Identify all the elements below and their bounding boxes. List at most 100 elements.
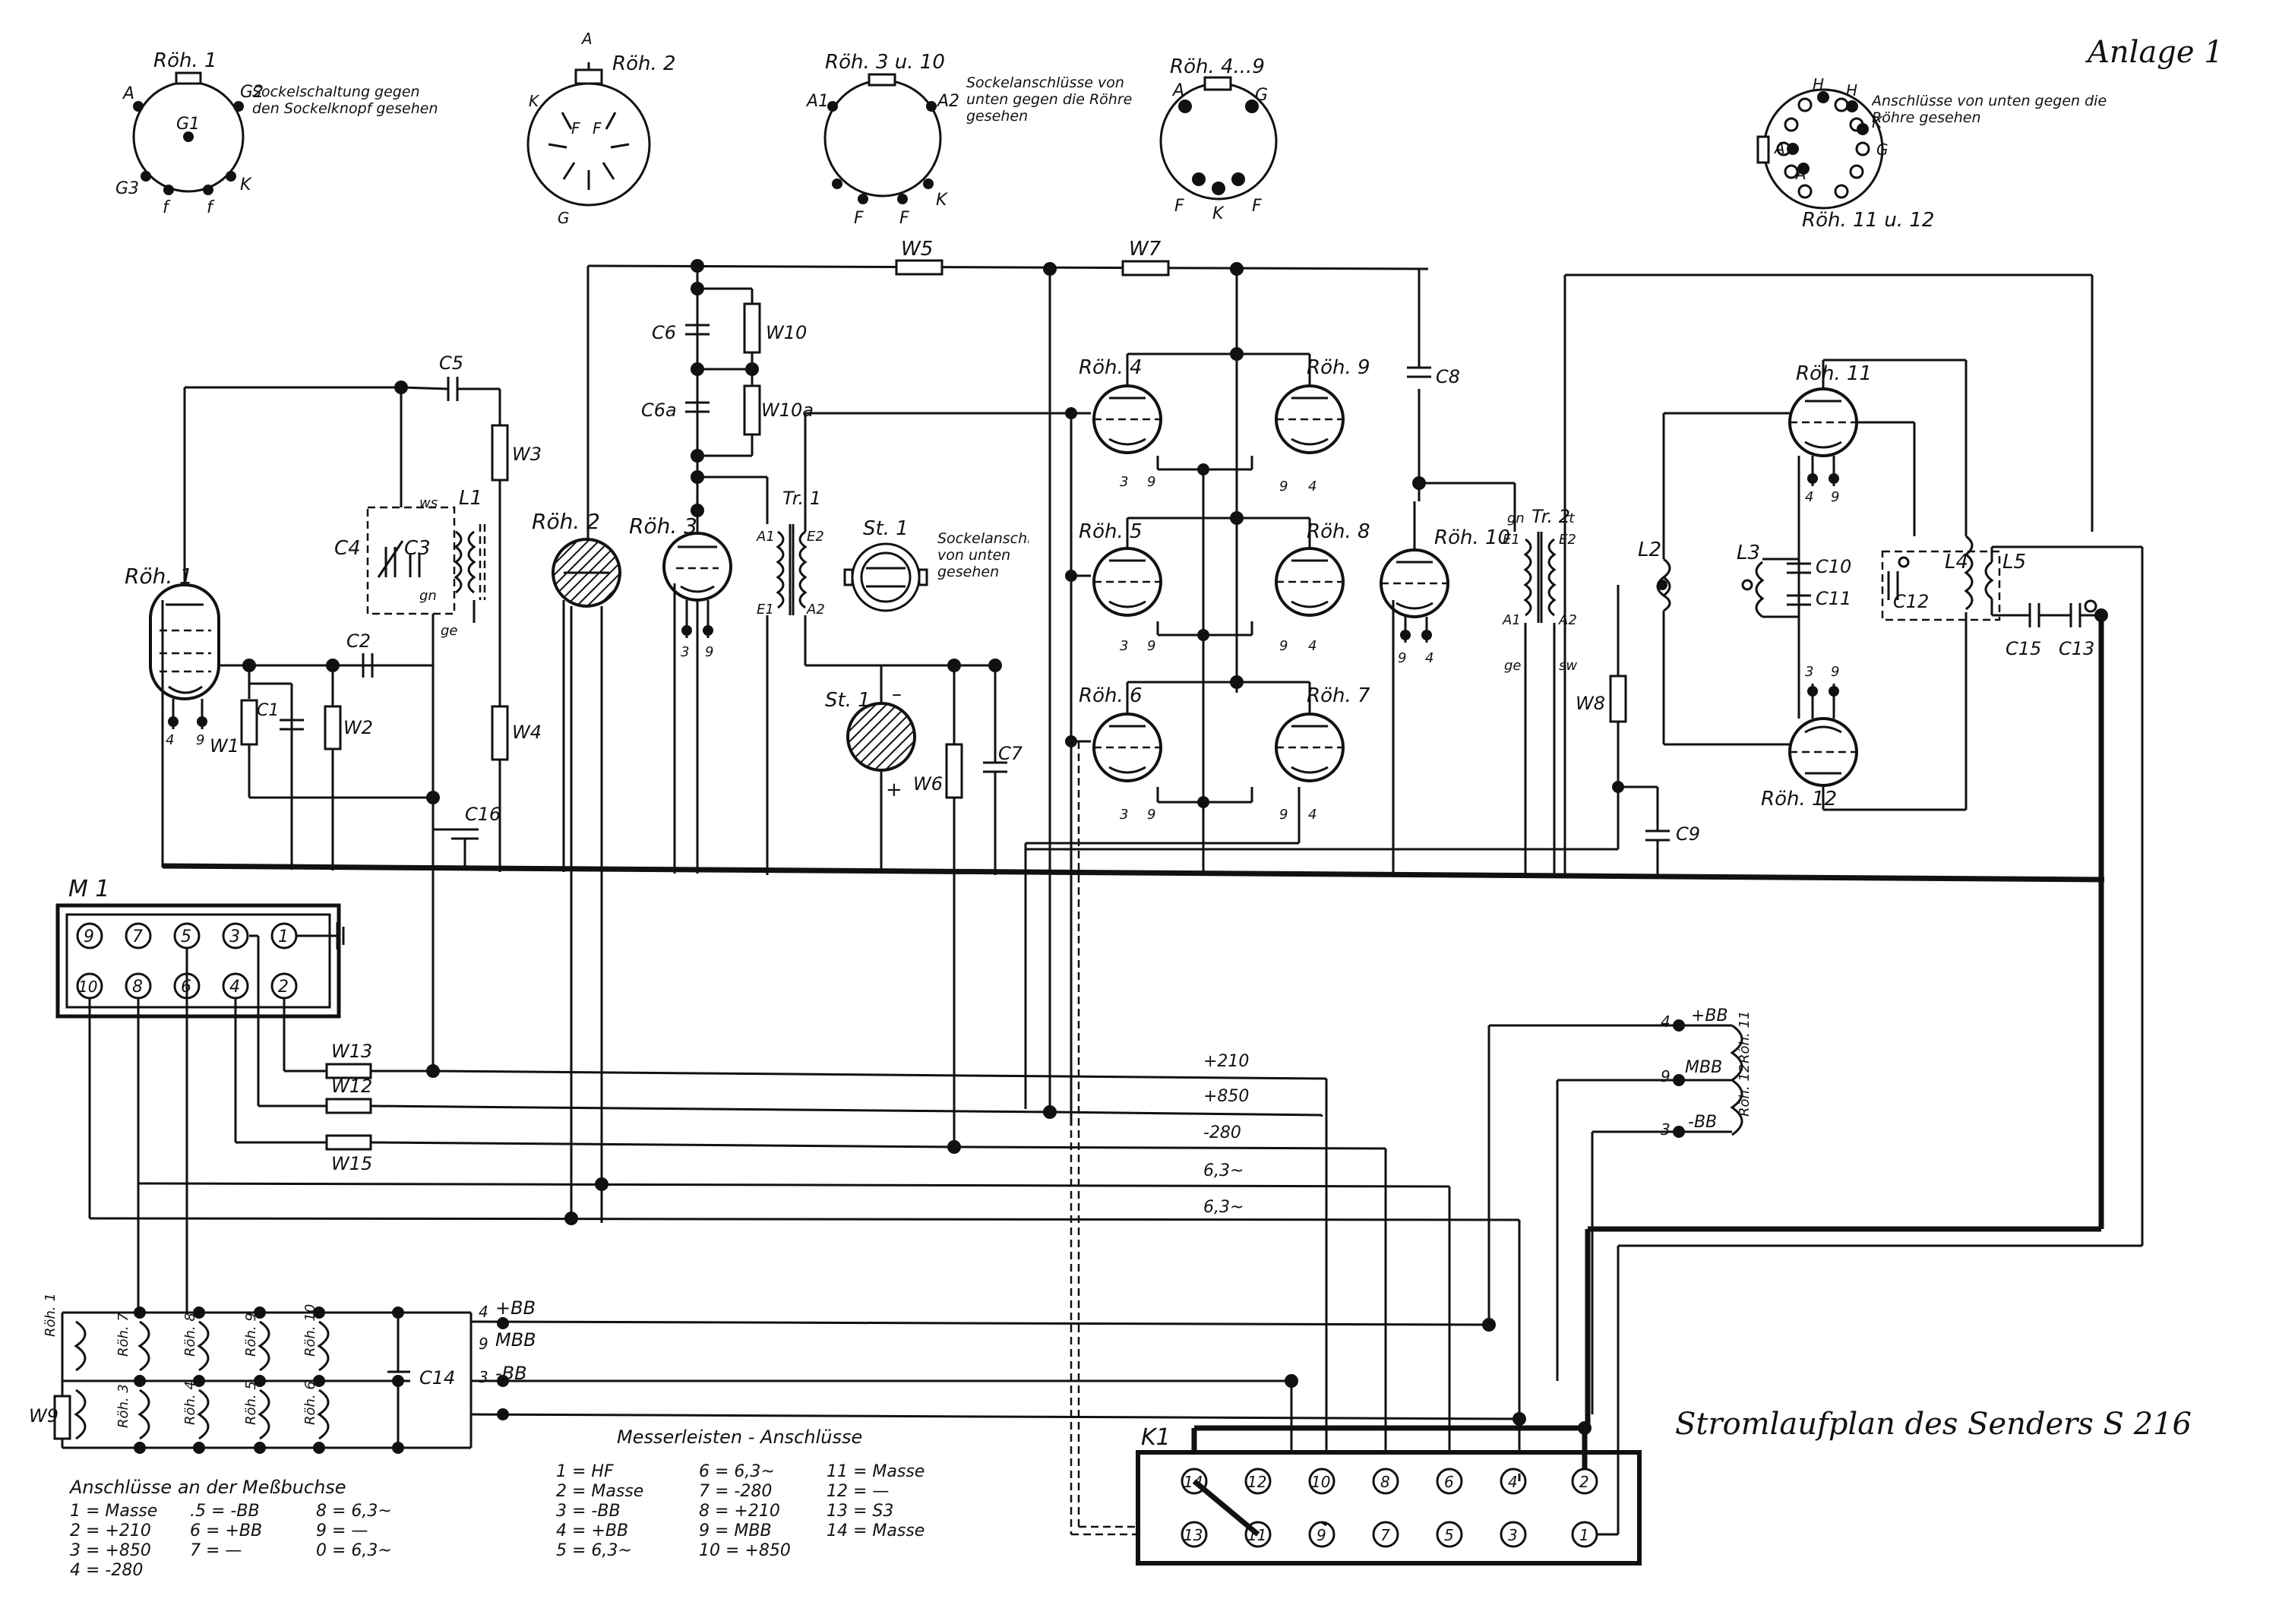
svg-text:3: 3 [681,644,689,660]
svg-text:A1: A1 [1502,612,1521,628]
svg-text:12 = —: 12 = — [827,1482,889,1501]
socket-roeh1-label: Röh. 1 [153,49,217,72]
k1-pins: 14 12 10 8 6 4 2 13 11 9 7 5 3 1 [1181,1468,1598,1548]
svg-text:L5: L5 [2002,551,2026,573]
cap-c12: C12 [1881,550,2001,621]
svg-text:Röh. 4: Röh. 4 [1079,356,1143,379]
svg-text:C14: C14 [419,1367,455,1389]
svg-text:9: 9 [1147,807,1155,823]
svg-text:3: 3 [479,1368,488,1386]
svg-text:L4: L4 [1945,551,1968,573]
svg-text:8: 8 [132,978,143,997]
svg-text:2 = Masse: 2 = Masse [556,1482,643,1501]
resistor-w10: W10 [743,302,807,354]
resistor-w10a: W10a [743,384,814,436]
svg-text:4 = -280: 4 = -280 [70,1561,143,1580]
socket-view-roeh11-12: Röh. 11 u. 12 H H K A A G Anschlüsse von… [1756,75,2107,232]
svg-text:2 = +210: 2 = +210 [70,1521,151,1540]
svg-text:Röh. 10: Röh. 10 [1434,526,1510,549]
tank-l1: L1 C4 C3 ws gn ge [334,487,486,639]
svg-text:9: 9 [1661,1067,1671,1085]
svg-text:C10: C10 [1816,556,1851,577]
svg-text:4: 4 [166,732,174,748]
svg-text:4: 4 [1425,650,1433,666]
svg-text:K: K [240,175,252,194]
drawing-title: Stromlaufplan des Senders S 216 [1675,1407,2192,1442]
svg-text:C8: C8 [1436,366,1460,387]
coil-l4: L4 [1945,535,1974,611]
resistor-w13: W13 [325,1041,372,1079]
svg-text:13: 13 [1184,1526,1203,1544]
resistor-w15: W15 [325,1134,372,1174]
stabilizer-st1: St. 1 – + [825,665,916,874]
svg-text:A2: A2 [1558,612,1577,628]
svg-text:9: 9 [705,644,713,660]
svg-text:K: K [936,191,948,210]
measurement-socket-m1: M 1 [55,876,341,1019]
svg-text:+BB: +BB [1691,1006,1728,1025]
svg-text:C11: C11 [1816,588,1851,609]
supply-label-63a: 6,3~ [1203,1161,1244,1180]
svg-text:A2: A2 [936,92,959,111]
stabilizer-st1-socket: St. 1 Sockelanschluß von unten gesehen [843,517,1029,612]
svg-text:ge: ge [1504,658,1522,674]
svg-text:W7: W7 [1129,238,1162,261]
svg-text:4: 4 [1661,1013,1671,1031]
svg-text:1: 1 [1579,1526,1589,1544]
svg-text:A2: A2 [806,602,825,618]
socket-roeh3-note: Sockelanschlüsse von unten gegen die Röh… [966,74,1133,125]
svg-text:5: 5 [181,927,191,946]
svg-text:Röh. 10: Röh. 10 [302,1304,318,1357]
svg-text:W9: W9 [29,1405,58,1427]
svg-text:C6: C6 [652,322,676,343]
svg-text:Röh. 1: Röh. 1 [43,1293,58,1337]
resistor-w3: W3 [491,424,542,482]
tube-roeh2: Röh. 2 [532,509,621,608]
svg-text:13 = S3: 13 = S3 [827,1502,893,1521]
svg-text:A: A [580,30,593,48]
svg-text:-BB: -BB [1688,1113,1717,1132]
transformer-tr2: Tr. 2 E1 E2 A1 A2 gn rt ge sw [1502,506,1577,674]
svg-text:Röh. 8: Röh. 8 [182,1313,198,1357]
svg-text:14 = Masse: 14 = Masse [827,1521,925,1540]
svg-text:1 = Masse: 1 = Masse [70,1502,157,1521]
svg-text:F: F [1252,197,1262,216]
coil-l3: L3 [1737,542,1799,618]
svg-text:11 = Masse: 11 = Masse [827,1462,925,1481]
svg-text:4: 4 [1805,489,1813,505]
svg-text:L2: L2 [1638,539,1661,561]
svg-text:E2: E2 [1559,532,1576,548]
svg-text:F: F [593,119,602,137]
svg-text:8 = 6,3~: 8 = 6,3~ [316,1502,392,1521]
svg-text:F: F [854,209,864,228]
svg-text:10: 10 [1311,1473,1330,1491]
svg-text:Röh. 7: Röh. 7 [115,1313,131,1357]
svg-text:C7: C7 [998,743,1023,764]
svg-text:L3: L3 [1737,542,1760,564]
svg-text:Röh. 4: Röh. 4 [182,1381,198,1425]
svg-text:3 = -BB: 3 = -BB [556,1502,621,1521]
svg-text:9: 9 [1317,1526,1326,1544]
svg-text:C3: C3 [404,537,431,560]
svg-text:9 = MBB: 9 = MBB [699,1521,772,1540]
cap-c13: C13 [2059,599,2108,659]
svg-text:8: 8 [1380,1473,1390,1491]
supply-label-210: +210 [1203,1052,1249,1071]
svg-text:F: F [899,209,909,228]
svg-text:9: 9 [1831,489,1839,505]
heater-roeh11-12: 4 +BB 9 MBB 3 -BB Röh. 11 Röh. 12 [1487,1006,1753,1414]
svg-text:W13: W13 [331,1041,372,1062]
svg-text:9: 9 [1147,474,1155,490]
svg-text:H: H [1846,81,1857,100]
svg-text:4: 4 [1308,479,1317,494]
svg-text:G3: G3 [115,179,139,198]
svg-text:10 = +850: 10 = +850 [699,1541,791,1560]
socket-roeh4-label: Röh. 4...9 [1170,55,1265,78]
svg-text:9: 9 [1831,664,1839,680]
svg-text:K: K [1212,204,1225,223]
svg-text:+: + [886,779,902,801]
svg-text:W5: W5 [901,238,933,261]
